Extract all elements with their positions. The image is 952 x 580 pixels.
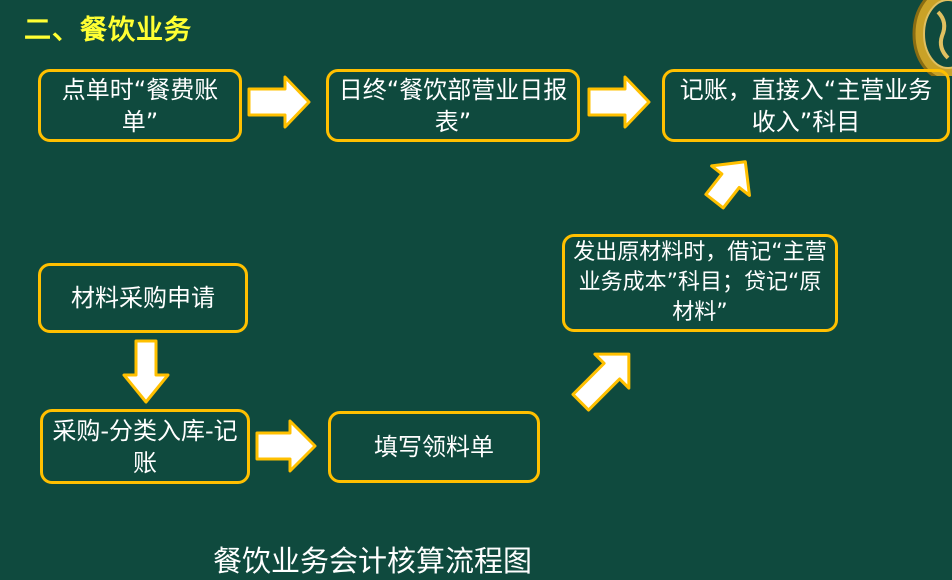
page-title: 二、餐饮业务: [24, 15, 192, 46]
order-ticket-box: 点单时“餐费账单”: [38, 69, 242, 142]
arrow-down-icon: [122, 339, 170, 404]
diagram-caption: 餐饮业务会计核算流程图: [213, 544, 533, 578]
arrow-right-icon: [587, 75, 651, 129]
issue-materials-box: 发出原材料时，借记“主营业务成本”科目；贷记“原材料”: [562, 234, 838, 332]
arrow-right-icon: [255, 419, 317, 473]
requisition-box: 填写领料单: [328, 411, 540, 483]
arrow-right-icon: [247, 75, 311, 129]
arrow-diagonal-icon: [571, 352, 631, 412]
purchase-request-box: 材料采购申请: [38, 263, 248, 333]
record-revenue-box: 记账，直接入“主营业务收入”科目: [662, 69, 950, 142]
arrow-diagonal-icon: [704, 160, 751, 210]
purchase-store-box: 采购-分类入库-记账: [40, 409, 250, 484]
seal-logo-icon: [912, 0, 952, 76]
daily-report-box: 日终“餐饮部营业日报表”: [326, 69, 580, 142]
